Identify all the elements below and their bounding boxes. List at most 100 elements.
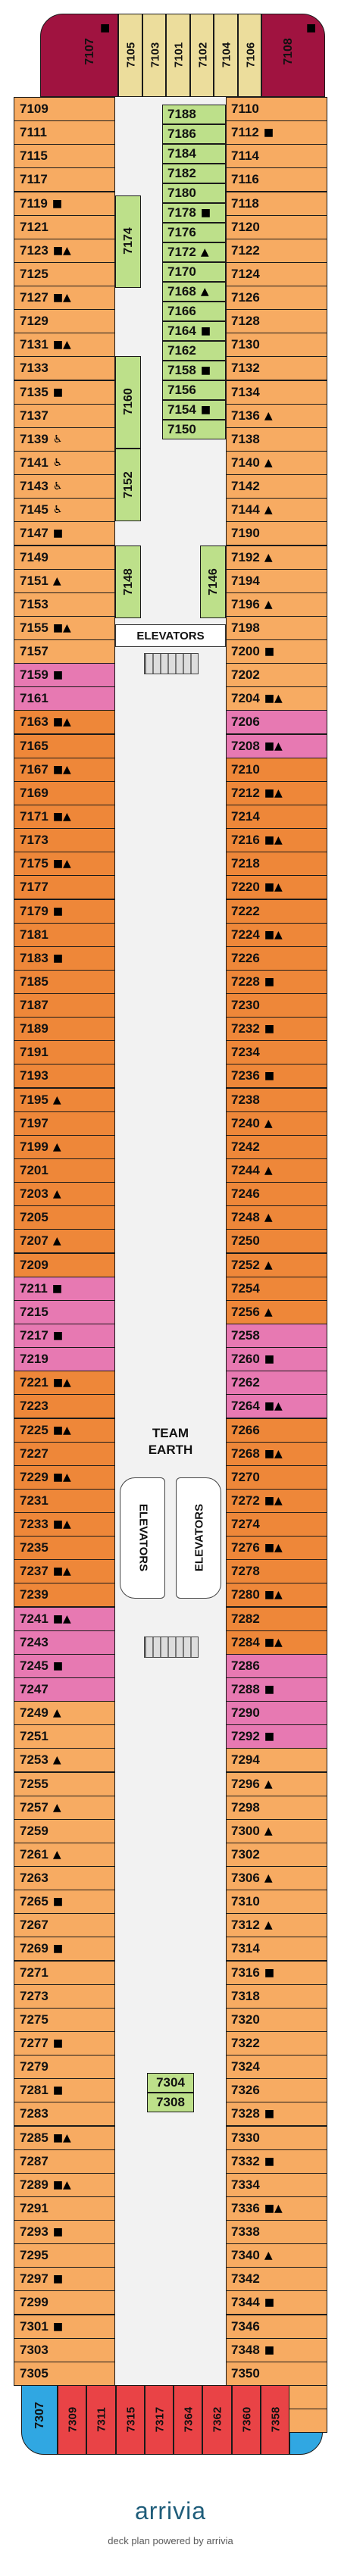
cabin-7269[interactable]: 7269■ bbox=[14, 1937, 115, 1962]
cabin-7278[interactable]: 7278 bbox=[226, 1559, 327, 1584]
cabin-7242[interactable]: 7242 bbox=[226, 1134, 327, 1159]
cabin-7264[interactable]: 7264■▲ bbox=[226, 1394, 327, 1419]
cabin-7265[interactable]: 7265■ bbox=[14, 1890, 115, 1915]
cabin-7124[interactable]: 7124 bbox=[226, 261, 327, 286]
cabin-7126[interactable]: 7126 bbox=[226, 286, 327, 311]
cabin-7260[interactable]: 7260■ bbox=[226, 1347, 327, 1372]
inner-cabin-7170[interactable]: 7170 bbox=[162, 262, 226, 282]
cabin-7279[interactable]: 7279 bbox=[14, 2055, 115, 2080]
cabin-7348[interactable]: 7348■ bbox=[226, 2337, 327, 2362]
cabin-7214[interactable]: 7214 bbox=[226, 805, 327, 830]
cabin-7140[interactable]: 7140▲ bbox=[226, 451, 327, 475]
cabin-7116[interactable]: 7116 bbox=[226, 167, 327, 192]
cabin-7276[interactable]: 7276■▲ bbox=[226, 1536, 327, 1561]
cabin-7298[interactable]: 7298 bbox=[226, 1795, 327, 1820]
cabin-7218[interactable]: 7218 bbox=[226, 852, 327, 877]
cabin-7185[interactable]: 7185 bbox=[14, 969, 115, 994]
cabin-7263[interactable]: 7263 bbox=[14, 1866, 115, 1891]
cabin-7290[interactable]: 7290 bbox=[226, 1701, 327, 1726]
inner-cabin-7308[interactable]: 7308 bbox=[147, 2093, 194, 2112]
cabin-7201[interactable]: 7201 bbox=[14, 1158, 115, 1183]
cabin-7193[interactable]: 7193 bbox=[14, 1064, 115, 1089]
cabin-7284[interactable]: 7284■▲ bbox=[226, 1630, 327, 1655]
cabin-7208[interactable]: 7208■▲ bbox=[226, 733, 327, 758]
cabin-7346[interactable]: 7346 bbox=[226, 2314, 327, 2339]
cabin-7262[interactable]: 7262 bbox=[226, 1371, 327, 1396]
cabin-7275[interactable]: 7275 bbox=[14, 2007, 115, 2032]
inner-cabin-7178[interactable]: 7178■ bbox=[162, 203, 226, 223]
aft-cabin-7311[interactable]: 7311 bbox=[86, 2385, 116, 2455]
cabin-7226[interactable]: 7226 bbox=[226, 946, 327, 971]
cabin-7303[interactable]: 7303 bbox=[14, 2337, 115, 2362]
aft-cabin-7309[interactable]: 7309 bbox=[58, 2385, 87, 2455]
cabin-7287[interactable]: 7287 bbox=[14, 2149, 115, 2174]
inner-cabin-7146[interactable]: 7146 bbox=[200, 546, 226, 618]
cabin-7257[interactable]: 7257▲ bbox=[14, 1795, 115, 1820]
cabin-7240[interactable]: 7240▲ bbox=[226, 1111, 327, 1136]
cabin-7147[interactable]: 7147■ bbox=[14, 521, 115, 546]
cabin-7235[interactable]: 7235 bbox=[14, 1536, 115, 1561]
bow-cabin-7106[interactable]: 7106 bbox=[237, 14, 261, 97]
cabin-7169[interactable]: 7169 bbox=[14, 780, 115, 805]
cabin-7215[interactable]: 7215 bbox=[14, 1299, 115, 1324]
cabin-7350[interactable]: 7350 bbox=[226, 2361, 327, 2386]
cabin-7316[interactable]: 7316■ bbox=[226, 1960, 327, 1985]
cabin-7111[interactable]: 7111 bbox=[14, 120, 115, 145]
cabin-7142[interactable]: 7142 bbox=[226, 474, 327, 499]
cabin-7312[interactable]: 7312▲ bbox=[226, 1913, 327, 1938]
cabin-7259[interactable]: 7259 bbox=[14, 1818, 115, 1843]
cabin-7131[interactable]: 7131■▲ bbox=[14, 333, 115, 358]
cabin-7177[interactable]: 7177 bbox=[14, 875, 115, 900]
cabin-7270[interactable]: 7270 bbox=[226, 1465, 327, 1490]
inner-cabin-7168[interactable]: 7168▲ bbox=[162, 282, 226, 302]
cabin-7163[interactable]: 7163■▲ bbox=[14, 710, 115, 735]
cabin-7173[interactable]: 7173 bbox=[14, 828, 115, 853]
cabin-7239[interactable]: 7239 bbox=[14, 1583, 115, 1608]
cabin-7118[interactable]: 7118 bbox=[226, 191, 327, 216]
cabin-7310[interactable]: 7310 bbox=[226, 1890, 327, 1915]
cabin-7191[interactable]: 7191 bbox=[14, 1040, 115, 1065]
cabin-7330[interactable]: 7330 bbox=[226, 2125, 327, 2150]
cabin-7231[interactable]: 7231 bbox=[14, 1488, 115, 1513]
bow-maroon-left[interactable]: 7107 ■ bbox=[40, 14, 118, 97]
cabin-7293[interactable]: 7293■ bbox=[14, 2220, 115, 2245]
cabin-7314[interactable]: 7314 bbox=[226, 1937, 327, 1962]
cabin-7299[interactable]: 7299 bbox=[14, 2290, 115, 2315]
cabin-7261[interactable]: 7261▲ bbox=[14, 1842, 115, 1867]
cabin-7114[interactable]: 7114 bbox=[226, 144, 327, 169]
aft-cabin-7358[interactable]: 7358 bbox=[260, 2385, 289, 2455]
cabin-7244[interactable]: 7244▲ bbox=[226, 1158, 327, 1183]
cabin-7286[interactable]: 7286 bbox=[226, 1653, 327, 1678]
cabin-7138[interactable]: 7138 bbox=[226, 427, 327, 452]
cabin-7225[interactable]: 7225■▲ bbox=[14, 1418, 115, 1443]
cabin-7288[interactable]: 7288■ bbox=[226, 1677, 327, 1702]
cabin-7301[interactable]: 7301■ bbox=[14, 2314, 115, 2339]
cabin-7119[interactable]: 7119■ bbox=[14, 191, 115, 216]
cabin-7144[interactable]: 7144▲ bbox=[226, 498, 327, 523]
cabin-7200[interactable]: 7200■ bbox=[226, 639, 327, 664]
inner-cabin-7162[interactable]: 7162 bbox=[162, 341, 226, 361]
inner-cabin-7152[interactable]: 7152 bbox=[115, 449, 141, 521]
cabin-7159[interactable]: 7159■ bbox=[14, 663, 115, 688]
cabin-7123[interactable]: 7123■▲ bbox=[14, 238, 115, 263]
cabin-7236[interactable]: 7236■ bbox=[226, 1064, 327, 1089]
cabin-7196[interactable]: 7196▲ bbox=[226, 592, 327, 617]
cabin-7136[interactable]: 7136▲ bbox=[226, 403, 327, 428]
cabin-7340[interactable]: 7340▲ bbox=[226, 2243, 327, 2268]
cabin-7336[interactable]: 7336■▲ bbox=[226, 2196, 327, 2221]
cabin-7282[interactable]: 7282 bbox=[226, 1606, 327, 1631]
cabin-7266[interactable]: 7266 bbox=[226, 1418, 327, 1443]
cabin-7204[interactable]: 7204■▲ bbox=[226, 686, 327, 711]
cabin-7141[interactable]: 7141♿ bbox=[14, 451, 115, 475]
inner-cabin-7176[interactable]: 7176 bbox=[162, 223, 226, 242]
aft-cabin-7317[interactable]: 7317 bbox=[144, 2385, 174, 2455]
cabin-7297[interactable]: 7297■ bbox=[14, 2267, 115, 2292]
inner-cabin-7174[interactable]: 7174 bbox=[115, 195, 141, 288]
cabin-7246[interactable]: 7246 bbox=[226, 1182, 327, 1207]
cabin-7241[interactable]: 7241■▲ bbox=[14, 1606, 115, 1631]
cabin-7137[interactable]: 7137 bbox=[14, 403, 115, 428]
cabin-7332[interactable]: 7332■ bbox=[226, 2149, 327, 2174]
cabin-7161[interactable]: 7161 bbox=[14, 686, 115, 711]
cabin-7272[interactable]: 7272■▲ bbox=[226, 1488, 327, 1513]
cabin-7195[interactable]: 7195▲ bbox=[14, 1087, 115, 1112]
